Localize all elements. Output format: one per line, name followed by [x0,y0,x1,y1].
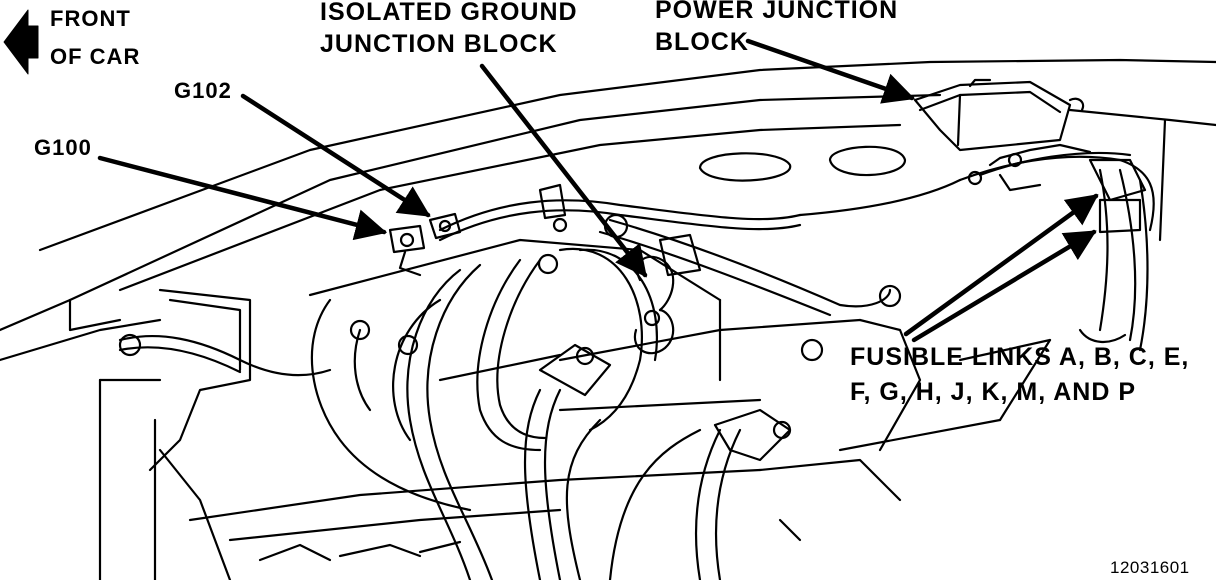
wiring-harness [118,143,1155,580]
g100-label: G100 [34,135,92,160]
g102-label: G102 [174,78,232,103]
isolated-ground-label-line2: JUNCTION BLOCK [320,30,558,58]
fusible-links-label-line1: FUSIBLE LINKS A, B, C, E, [850,343,1190,371]
isolated-ground-leader-arrow [479,63,648,278]
figure-number: 12031601 [1110,558,1190,577]
front-of-car-label-line2: OF CAR [50,44,141,69]
front-of-car-arrow-icon [3,9,39,75]
fusible-links-leader-arrow-upper [903,193,1099,337]
body-panels [0,58,1216,580]
power-junction-label-line2: BLOCK [655,28,749,56]
power-junction-label-line1: POWER JUNCTION [655,0,899,24]
isolated-ground-label-line1: ISOLATED GROUND [320,0,578,26]
front-of-car-label-line1: FRONT [50,6,131,31]
fusible-links-label-line2: F, G, H, J, K, M, AND P [850,378,1136,406]
power-junction-leader-arrow [745,38,915,104]
fusible-links-leader-arrow-lower [911,229,1097,343]
hardware [118,152,1147,462]
g102-leader-arrow [240,93,431,218]
power-junction-block [913,78,1085,152]
g100-leader-arrow [97,155,388,241]
leader-arrows [97,38,1099,343]
